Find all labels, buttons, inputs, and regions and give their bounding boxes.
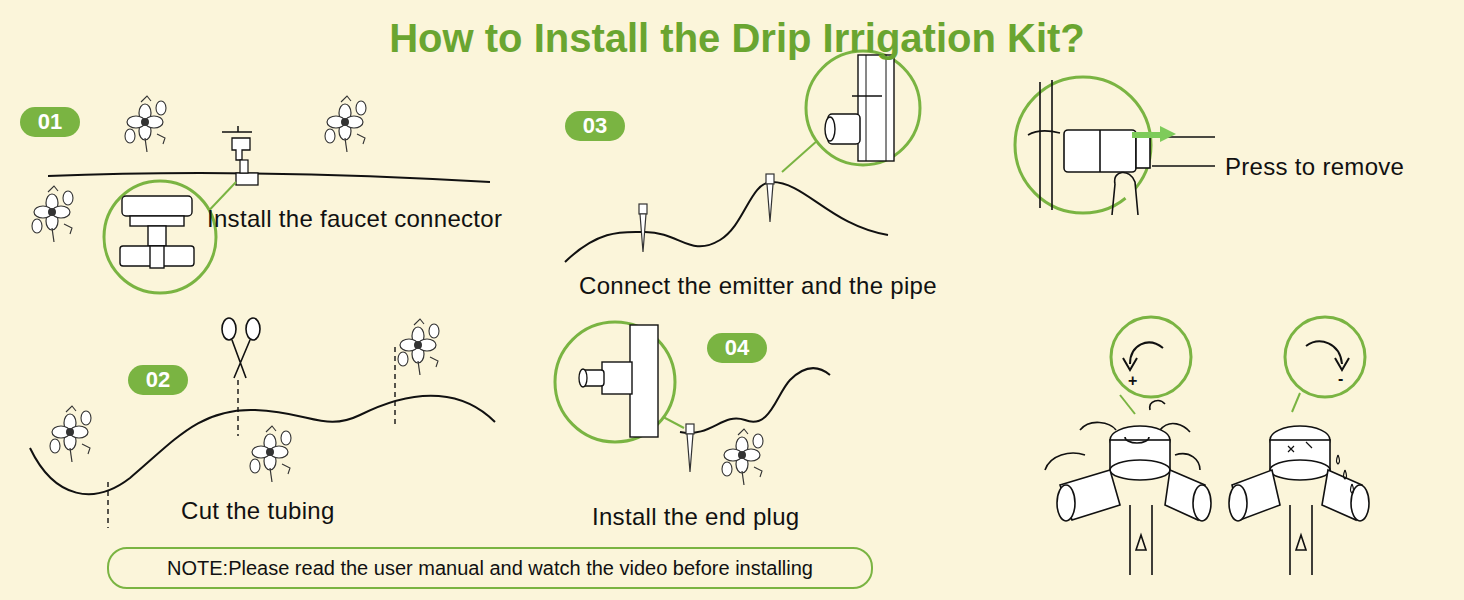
decrease-sign: - [1338, 370, 1343, 388]
illustration-part [686, 424, 694, 472]
node-text: NOTE:Please read the user manual and wat… [167, 557, 813, 580]
illustration-part [1120, 395, 1135, 414]
illustration-part [125, 96, 166, 152]
illustration-part [1123, 358, 1137, 370]
illustration-part [1337, 455, 1354, 493]
illustration-part [1112, 172, 1138, 215]
step-caption: Install the end plug [592, 503, 799, 531]
illustration-part [1229, 426, 1369, 575]
illustration-part [579, 369, 587, 387]
illustration-part [130, 216, 184, 226]
illustration-part [32, 186, 73, 242]
illustration-part [602, 362, 632, 394]
increase-sign: + [1128, 372, 1137, 390]
illustration-part [1125, 437, 1149, 443]
illustration-part [1335, 358, 1349, 370]
illustration-part [1028, 131, 1060, 135]
illustration-part [1064, 130, 1136, 172]
illustration-part [1130, 505, 1152, 575]
illustration-part [246, 318, 260, 340]
illustration-part [1288, 442, 1312, 452]
illustration-part [250, 426, 291, 482]
illustration-part [639, 204, 647, 252]
illustration-part [630, 325, 658, 437]
illustration-part [858, 55, 894, 161]
illustration-part [122, 196, 192, 216]
illustration-part [50, 406, 91, 462]
illustration-part [782, 140, 818, 172]
note-box: NOTE:Please read the user manual and wat… [107, 547, 873, 589]
illustration-part [852, 95, 882, 97]
node-text: 03 [583, 113, 607, 139]
illustration-part [325, 96, 366, 152]
node-text: 04 [725, 335, 749, 361]
illustration-part [680, 368, 830, 433]
step3-tubing [565, 51, 920, 262]
illustration-part [1040, 80, 1052, 210]
node-text: 01 [38, 109, 62, 135]
illustration-part [565, 182, 888, 262]
illustration-part [555, 322, 675, 442]
illustration-part [398, 319, 439, 375]
illustration-part [232, 138, 250, 160]
step-number: 04 [707, 333, 767, 363]
illustration-part [766, 174, 774, 222]
illustration-part [104, 181, 216, 293]
illustration-part [722, 429, 763, 485]
illustration-part [48, 173, 490, 182]
illustration-part [1290, 505, 1312, 575]
title: How to Install the Drip Irrigation Kit? [389, 16, 1085, 61]
illustration-part [1285, 317, 1365, 397]
step-number: 02 [128, 365, 188, 395]
illustration-part [1193, 485, 1211, 521]
illustration-part [1099, 130, 1101, 172]
illustration-part [866, 55, 886, 161]
illustration-part [148, 226, 166, 246]
illustration-part [1110, 460, 1170, 480]
callout-caption: Press to remove [1225, 153, 1404, 181]
step-number: 03 [565, 111, 625, 141]
illustration-part [222, 318, 236, 340]
illustration-part [236, 173, 258, 185]
illustration-part [222, 126, 252, 132]
press-detail [1015, 77, 1215, 215]
illustration-part [30, 396, 495, 494]
step-caption: Cut the tubing [181, 497, 335, 525]
illustration-part [240, 160, 248, 173]
step-caption: Connect the emitter and the pipe [579, 272, 937, 300]
illustration-part [825, 117, 835, 141]
illustration-part [1045, 401, 1211, 575]
illustration-part [1057, 485, 1075, 521]
step-caption: Install the faucet connector [207, 205, 502, 233]
step-number: 01 [20, 107, 80, 137]
illustration-part [1152, 137, 1215, 166]
illustration-part [108, 347, 395, 528]
illustration-part [1132, 126, 1176, 142]
illustration-part [222, 318, 260, 378]
illustration-part [1136, 134, 1150, 168]
illustration-part [150, 246, 164, 268]
illustration-part [1292, 393, 1300, 412]
adjust-detail [1045, 317, 1369, 575]
illustration-part [1270, 460, 1330, 480]
illustration-part [1111, 317, 1191, 397]
illustration-part [1229, 485, 1247, 521]
node-text: 02 [146, 367, 170, 393]
illustration-part [232, 340, 250, 378]
step4-tubing [555, 322, 830, 472]
illustration-part [806, 51, 920, 165]
step2-tubing [30, 318, 495, 528]
